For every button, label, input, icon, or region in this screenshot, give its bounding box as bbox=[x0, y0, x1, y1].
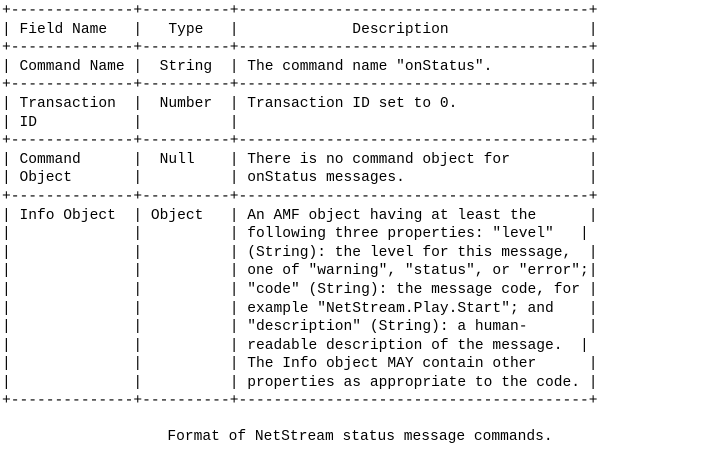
table-caption: Format of NetStream status message comma… bbox=[167, 429, 553, 445]
table-row-line: | | | properties as appropriate to the c… bbox=[2, 374, 598, 391]
table-row-line: | Info Object | Object | An AMF object h… bbox=[2, 207, 598, 224]
table-row-line: | Transaction | Number | Transaction ID … bbox=[2, 95, 598, 112]
table-border-line: +--------------+----------+-------------… bbox=[2, 40, 598, 57]
table-row-line: | | | one of "warning", "status", or "er… bbox=[2, 263, 598, 280]
table-row-line: | | | "description" (String): a human- | bbox=[2, 319, 598, 336]
table-row-line: | Field Name | Type | Description | bbox=[2, 21, 598, 38]
table-border-line: +--------------+----------+-------------… bbox=[2, 77, 598, 94]
table-row-line: | Object | | onStatus messages. | bbox=[2, 170, 598, 187]
table-row-line: | | | example "NetStream.Play.Start"; an… bbox=[2, 300, 598, 317]
table-row-line: | | | The Info object MAY contain other … bbox=[2, 356, 598, 373]
table-border-line: +--------------+----------+-------------… bbox=[2, 133, 598, 150]
table-border-line: +--------------+----------+-------------… bbox=[2, 3, 598, 19]
table-row-line: | ID | | | bbox=[2, 114, 598, 131]
table-row-line: | | | readable description of the messag… bbox=[2, 337, 589, 354]
table-row-line: | | | "code" (String): the message code,… bbox=[2, 281, 598, 298]
table-row-line: | Command | Null | There is no command o… bbox=[2, 151, 598, 168]
table-border-line: +--------------+----------+-------------… bbox=[2, 393, 598, 410]
table-row-line: | | | (String): the level for this messa… bbox=[2, 244, 598, 261]
table-border-line: +--------------+----------+-------------… bbox=[2, 188, 598, 205]
table-row-line: | Command Name | String | The command na… bbox=[2, 58, 598, 75]
table-row-line: | | | following three properties: "level… bbox=[2, 226, 589, 243]
ascii-table: +--------------+----------+-------------… bbox=[2, 2, 598, 411]
